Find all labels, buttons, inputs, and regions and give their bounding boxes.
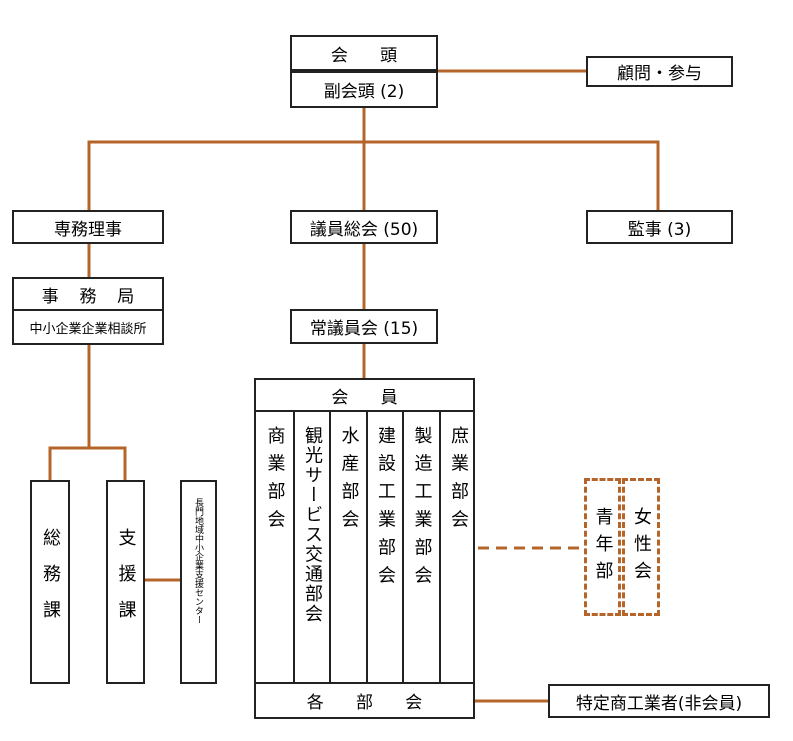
division-tourism-label: 観光サービス交通部会 (302, 426, 323, 624)
support-box: 支援課 (106, 480, 145, 684)
division-miscellaneous-label: 庶業部会 (448, 426, 469, 538)
special-members-label: 特定商工業者(非会員) (575, 693, 743, 714)
line-branch-auditors (364, 140, 660, 210)
line-secretariat-sections (48, 345, 91, 480)
managing-director-box: 専務理事 (12, 210, 164, 244)
members-header: 会 員 (256, 380, 473, 412)
division-fisheries-label: 水産部会 (338, 426, 360, 538)
support-center-box: 長門地域中小企業支援センター (180, 480, 217, 684)
women-box: 女性会 (622, 478, 660, 616)
special-members-box: 特定商工業者(非会員) (548, 684, 770, 718)
division-commerce-label: 商業部会 (264, 426, 286, 538)
general-assembly-box: 議員総会 (50) (290, 210, 438, 244)
division-commerce: 商業部会 (256, 412, 293, 684)
members-title: 会 員 (331, 387, 406, 408)
sme-consultation-label: 中小企業企業相談所 (29, 321, 147, 337)
sme-consultation-box: 中小企業企業相談所 (12, 309, 164, 345)
youth-label: 青年部 (592, 506, 614, 588)
chairman-box: 会 頭 (290, 35, 438, 71)
women-label: 女性会 (631, 506, 652, 588)
standing-assembly-label: 常議員会 (15) (309, 319, 419, 339)
advisors-label: 顧問・参与 (617, 64, 702, 84)
auditors-box: 監事 (3) (586, 210, 733, 244)
standing-assembly-box: 常議員会 (15) (290, 309, 438, 344)
division-tourism: 観光サービス交通部会 (293, 412, 329, 684)
division-miscellaneous: 庶業部会 (439, 412, 475, 684)
division-construction-label: 建設工業部会 (375, 426, 396, 594)
general-assembly-label: 議員総会 (50) (309, 219, 419, 240)
secretariat-label: 事 務 局 (41, 286, 142, 307)
chairman-label: 会 頭 (330, 45, 405, 66)
vice-chairman-box: 副会頭 (2) (290, 71, 438, 108)
all-divisions-label: 各 部 会 (306, 693, 430, 713)
support-center-label: 長門地域中小企業支援センター (193, 498, 203, 624)
vice-chairman-label: 副会頭 (2) (323, 82, 405, 102)
division-fisheries: 水産部会 (329, 412, 366, 684)
secretariat-box: 事 務 局 (12, 277, 164, 311)
all-divisions-footer: 各 部 会 (256, 682, 473, 717)
general-affairs-label: 総務課 (40, 528, 61, 636)
line-secretariat-support (89, 446, 127, 480)
line-vice-to-branches (87, 108, 366, 210)
general-affairs-box: 総務課 (30, 480, 70, 684)
division-columns: 商業部会 観光サービス交通部会 水産部会 建設工業部会 製造工業部会 庶業部会 (256, 412, 473, 684)
division-manufacturing: 製造工業部会 (402, 412, 439, 684)
auditors-label: 監事 (3) (627, 219, 692, 240)
division-construction: 建設工業部会 (366, 412, 402, 684)
support-label: 支援課 (115, 528, 137, 636)
youth-box: 青年部 (584, 478, 621, 616)
advisors-box: 顧問・参与 (586, 56, 733, 87)
division-manufacturing-label: 製造工業部会 (411, 426, 433, 594)
members-block: 会 員 商業部会 観光サービス交通部会 水産部会 建設工業部会 製造工業部会 庶… (254, 378, 475, 719)
managing-director-label: 専務理事 (54, 219, 122, 240)
